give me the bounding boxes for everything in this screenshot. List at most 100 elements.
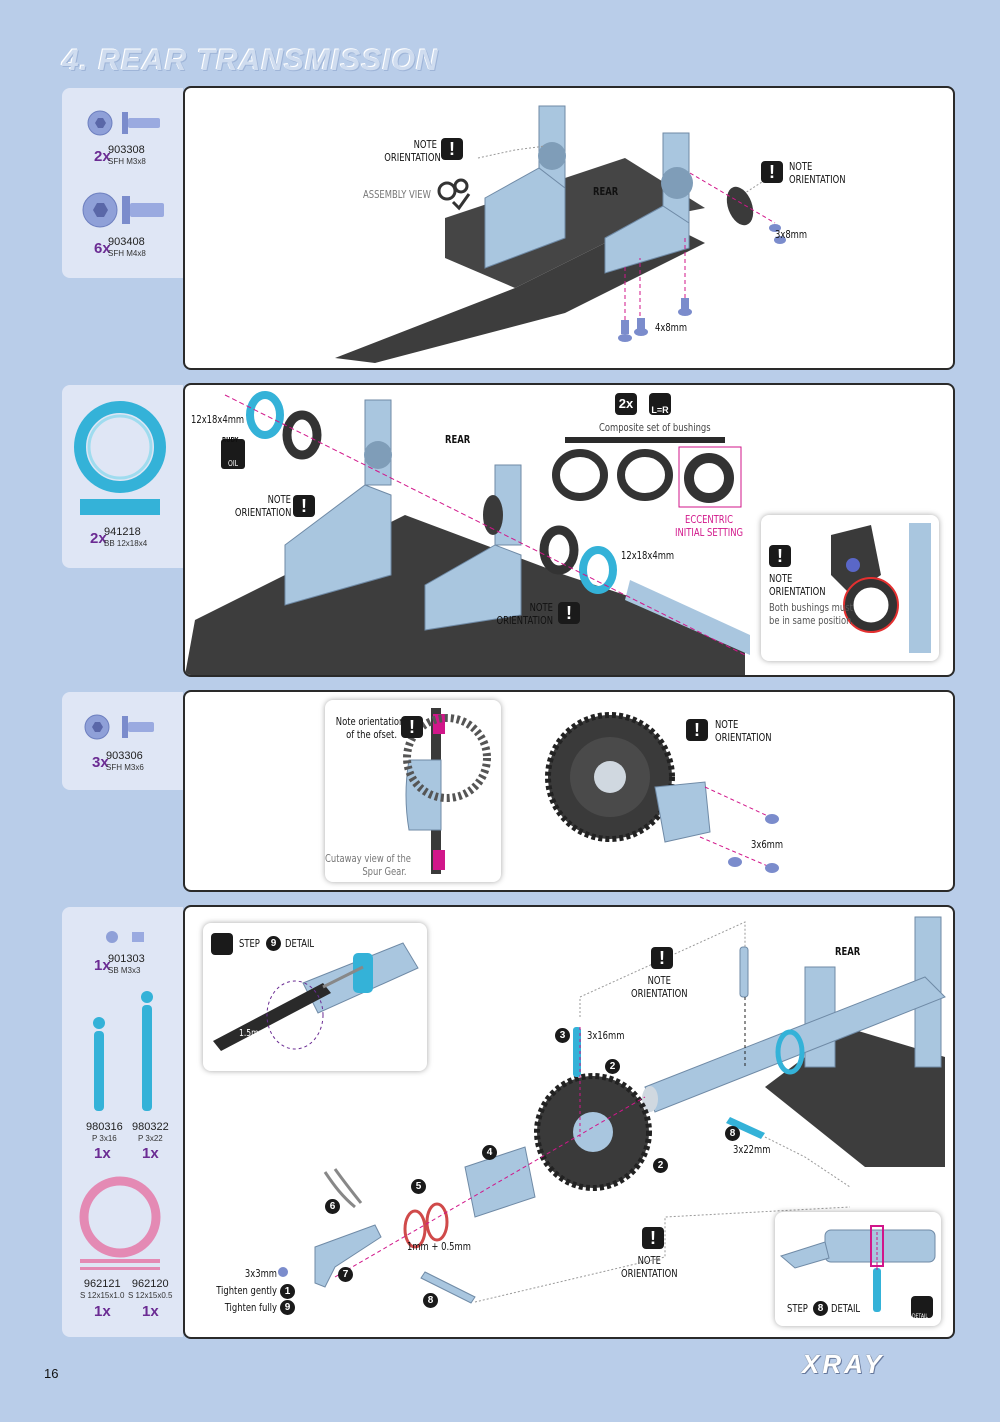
part-903306: 903306 SFH M3x6	[106, 751, 144, 773]
part-number: 903408	[108, 236, 145, 248]
qty-962121: 1x	[94, 1303, 111, 1320]
step4-panel: STEP 9 DETAIL 1.5mm ! NOTE ORIENTATION R…	[183, 905, 955, 1339]
note-orientation-bottom: NOTE ORIENTATION	[621, 1254, 678, 1280]
bushing-note-inset: ! NOTE ORIENTATION Both bushings must be…	[761, 515, 939, 661]
qty-980316: 1x	[94, 1145, 111, 1162]
step-6-marker: 6	[325, 1199, 340, 1214]
qty-903408: 6x	[94, 240, 111, 257]
detail-badge: DETAIL	[912, 1313, 928, 1320]
part-number: 980316	[86, 1121, 123, 1133]
step4-illustration	[278, 916, 946, 1304]
bearing-left-label: 12x18x4mm	[191, 413, 245, 426]
bushing-inset-illustration	[831, 523, 931, 653]
part-903408: 903408 SFH M4x8	[108, 237, 146, 259]
step3-panel: Note orientation of the ofset. ! Cutaway…	[183, 690, 955, 892]
inset-note-orientation: NOTE ORIENTATION	[769, 572, 826, 598]
step8-detail-num: 8	[813, 1301, 828, 1316]
step2-illustration	[185, 391, 750, 675]
pin-3x22-label: 3x22mm	[733, 1143, 771, 1156]
part-903308: 903308 SFH M3x8	[108, 145, 146, 167]
inset-note-text: Both bushings must be in same position.	[769, 601, 855, 627]
exclamation-icon: !	[651, 947, 673, 969]
part-desc: S 12x15x0.5	[128, 1291, 173, 1300]
screw-4x8-label: 4x8mm	[655, 321, 688, 334]
tighten-fully-label: Tighten fully	[224, 1301, 277, 1314]
note-orientation-b: NOTE ORIENTATION	[789, 160, 846, 186]
exclamation-icon: !	[686, 719, 708, 741]
note-orientation-a: NOTE ORIENTATION	[234, 493, 292, 519]
part-962121: 962121 S 12x15x1.0	[80, 1279, 124, 1301]
part-941218: 941218 BB 12x18x4	[104, 527, 147, 549]
part-desc: P 3x16	[91, 1134, 117, 1143]
exclamation-icon: !	[769, 545, 791, 567]
part-desc: SFH M3x8	[108, 157, 146, 166]
bearing-right-label: 12x18x4mm	[621, 549, 675, 562]
brand-logo: XRAY	[802, 1349, 885, 1379]
note-orientation: NOTE ORIENTATION	[715, 718, 772, 744]
exclamation-icon: !	[441, 138, 463, 160]
part-number: 962120	[131, 1278, 169, 1290]
step9-detail-post: DETAIL	[285, 937, 315, 950]
part-number: 941218	[104, 526, 141, 538]
screw-3x6-label: 3x6mm	[751, 838, 784, 851]
screw-icon	[84, 714, 154, 740]
part-980322: 980322 P 3x22	[132, 1122, 169, 1144]
note-orientation-a: NOTE ORIENTATION	[384, 138, 441, 164]
exclamation-icon: !	[642, 1227, 664, 1249]
step-3-marker: 3	[555, 1028, 570, 1043]
step8-detail-illustration	[779, 1225, 936, 1318]
part-desc: SFH M4x8	[108, 249, 146, 258]
part-number: 903308	[108, 144, 145, 156]
step8-detail-pre: STEP	[787, 1302, 808, 1315]
exclamation-icon: !	[293, 495, 315, 517]
part-desc: P 3x22	[137, 1134, 163, 1143]
qty-901303: 1x	[94, 957, 111, 974]
page-title: 4. REAR TRANSMISSION	[62, 44, 439, 77]
step9-detail-pre: STEP	[239, 937, 260, 950]
part-980316: 980316 P 3x16	[86, 1122, 123, 1144]
step9-detail-illustration	[211, 933, 419, 1051]
step8-detail-post: DETAIL	[831, 1302, 861, 1315]
qty-941218: 2x	[90, 530, 107, 547]
exclamation-icon: !	[401, 716, 423, 738]
part-962120: 962120 S 12x15x0.5	[128, 1279, 172, 1301]
step-2-marker: 2	[653, 1158, 668, 1173]
screw-3x3-label: 3x3mm	[244, 1267, 277, 1280]
page-number: 16	[44, 1366, 59, 1381]
offset-note-label: Note orientation of the ofset.	[335, 715, 405, 741]
step1-panel: NOTE ORIENTATION ! NOTE ORIENTATION ! AS…	[183, 86, 955, 370]
parts-list-step2: 2x 941218 BB 12x18x4	[62, 385, 183, 568]
parts-list-step4: 1x 901303 SB M3x3 980316 P 3x16 1x 98032…	[62, 907, 183, 1337]
note-orientation-b: NOTE ORIENTATION	[496, 601, 553, 627]
step-9-marker: 9	[280, 1300, 295, 1315]
bearing-icon	[74, 401, 166, 515]
assembly-view-label: ASSEMBLY VIEW	[363, 188, 431, 201]
qty-962120: 1x	[142, 1303, 159, 1320]
step1-illustration	[335, 105, 786, 363]
tool-size-label: 1.5mm	[239, 1028, 267, 1039]
tighten-gently-label: Tighten gently	[216, 1284, 277, 1297]
eccentric-label: ECCENTRIC INITIAL SETTING	[675, 513, 744, 539]
rear-label: REAR	[593, 185, 619, 198]
spur-gear-illustration	[545, 712, 779, 873]
screw-icons	[82, 110, 164, 228]
qty-980322: 1x	[142, 1145, 159, 1162]
step-8-marker: 8	[423, 1293, 438, 1308]
shims-label: 1mm + 0.5mm	[407, 1240, 471, 1253]
step-1-marker: 1	[280, 1284, 295, 1299]
left-right-badge: L=R	[649, 393, 671, 415]
step-4-marker: 4	[482, 1145, 497, 1160]
parts-icons	[79, 931, 161, 1270]
step9-detail-inset: STEP 9 DETAIL 1.5mm	[203, 923, 427, 1071]
composite-bushings-label: Composite set of bushings	[599, 421, 711, 434]
part-desc: SFH M3x6	[106, 763, 144, 772]
qty-903306: 3x	[92, 754, 109, 771]
screw-3x8-label: 3x8mm	[775, 228, 808, 241]
step-8-marker: 8	[725, 1126, 740, 1141]
cutaway-inset: Note orientation of the ofset. ! Cutaway…	[325, 700, 501, 882]
exclamation-icon: !	[761, 161, 783, 183]
part-number: 980322	[132, 1121, 169, 1133]
part-desc: BB 12x18x4	[104, 539, 148, 548]
parts-list-step3: 3x 903306 SFH M3x6	[62, 692, 183, 790]
pin-3x16-label: 3x16mm	[587, 1029, 625, 1042]
